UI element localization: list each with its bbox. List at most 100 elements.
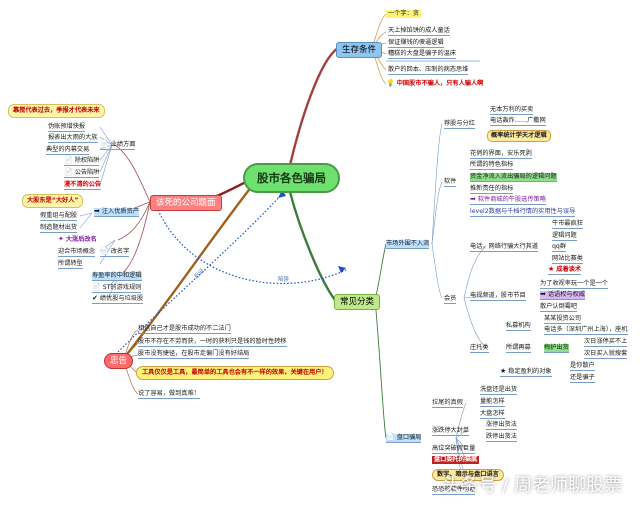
survival-bottom: 💡中国股市不骗人，只有人骗人啊 [386, 80, 483, 88]
common-tv: 电视频道，股市节目 [470, 292, 526, 301]
doc-icon: 📄 [386, 433, 395, 441]
common-tv-item-text: 话语权与权威 [547, 291, 585, 298]
common-soft-item: 推新责任的指标 [470, 185, 514, 194]
common-soft-item: 资金净流入流出骗局的逻辑问题 [470, 173, 557, 182]
arrow-icon: ➡ [540, 290, 546, 298]
branch-survival[interactable]: 生存条件 [336, 42, 383, 58]
dead-inject-label-text: 注入优质资产 [101, 208, 139, 215]
dead-game-item: ✔绩优股与垃圾股 [92, 294, 144, 304]
link-label: 陷阱 [278, 277, 290, 283]
common-open-item: 跌停出货法 [486, 433, 517, 442]
branch-common[interactable]: 常见分类 [334, 294, 381, 310]
doc-icon: 📄 [100, 140, 109, 148]
common-zhuang: 庄托类 [470, 344, 489, 353]
dead-perf-item: 漫不清的公告 [64, 181, 102, 190]
advice-last: 说了容易，做到真难！ [138, 390, 200, 399]
common-break: 高位突破假巨量 [432, 445, 476, 454]
advice-item: 股市不存在不劳而获，一时的获利只是钱的暂时性转移 [138, 338, 287, 347]
common-phone: 电话，网络行骗大行其道 [470, 243, 539, 252]
dead-top-note: 靠搅代表过去，季报才代表未来 [8, 104, 105, 118]
dead-rename-item: 迎合市场概念 [58, 248, 96, 257]
common-soft-item: level2数据与千档行情的实用性与误导 [470, 208, 576, 217]
star-icon: ★ [548, 265, 555, 273]
arrow-icon: ➡ [470, 195, 476, 203]
common-private-item: 电话多（深圳广州上海），座机 [544, 326, 628, 335]
branch-advice[interactable]: 忠告 [104, 353, 134, 369]
common-recommend: 荐股与分红 [444, 120, 475, 129]
common-zhuang-label: 所谓再募 [506, 344, 531, 353]
dead-rename-label: 📄改名字 [100, 247, 130, 257]
check-icon: ✔ [92, 294, 98, 302]
doc-icon: 📄 [100, 247, 109, 255]
dead-game-item-text: ST的游戏规则 [102, 284, 142, 291]
common-soft-item: ➡软件商城的牛股选传策略 [470, 196, 546, 205]
survival-title: 一个字：贪 [386, 10, 421, 18]
dead-perf-item-text: 公告陷阱 [74, 169, 100, 176]
common-rec-item: 电话轰炸……广撒网 [490, 117, 546, 126]
common-soft-item: 花俏的界面，安乐死剥 [470, 150, 532, 159]
common-soft-item-text: 软件商城的牛股选传策略 [477, 196, 546, 203]
common-zhuang-item: 次日涨停买不上 [584, 338, 628, 347]
star-icon: ✦ [58, 235, 64, 243]
survival-item: 糟糕的大盘是骗子的温床 [388, 50, 457, 59]
dead-game-label: 寿盈率的中和逻辑 [92, 272, 142, 281]
doc-icon: 📄 [64, 156, 73, 164]
dead-rename-text: 大涨后改名 [65, 236, 97, 243]
dead-inject-label: ➡注入优质资产 [94, 208, 139, 217]
doc-icon: 📄 [92, 283, 101, 291]
arrow-icon: ➡ [94, 207, 100, 215]
common-phone-item: 牛市最疯狂 [552, 220, 583, 229]
common-zhuang-tag: 梅护出货 [544, 344, 569, 353]
common-tail: 恐恐的软件问题 [432, 486, 476, 495]
advice-note: 工具仅仅是工具，最简单的工具也会有不一样的效果，关键在用户！ [136, 366, 334, 380]
common-open: 涨跌停大封单 [432, 427, 470, 436]
common-fix-item: 是你散户 [570, 362, 595, 371]
common-pull-item: 大盘怎样 [480, 410, 505, 419]
common-ear: 盘口委托的猫腻 [432, 456, 480, 464]
branch-dead-company[interactable]: 该死的公司题面 [150, 195, 222, 211]
common-market-out: 市场外围不入流 [386, 240, 430, 249]
survival-bottom-text: 中国股市不骗人，只有人骗人啊 [396, 80, 484, 87]
common-tv-item: 为了收视率玩一个是一个 [540, 280, 609, 289]
central-topic[interactable]: 股市各色骗局 [243, 163, 340, 193]
survival-item: 保证赚钱的傻逼逻辑 [388, 39, 444, 48]
dead-big-note: 大股东是“大好人” [22, 194, 84, 208]
watermark: 头条号 / 周老师聊股票 [442, 475, 622, 496]
dead-rename-label-text: 改名字 [110, 248, 130, 255]
common-pull: 拉尾的真假 [432, 399, 463, 408]
common-fix: ★稳定盈利的对象 [500, 368, 552, 377]
dead-perf-label: 📄业绩方面 [100, 140, 136, 150]
common-fix-text: 稳定盈利的对象 [508, 368, 552, 375]
common-software: 软件 [444, 178, 457, 187]
common-phone-item: 逻辑问题 [552, 232, 577, 241]
common-pull-item: 洗盘还是出货 [480, 386, 518, 395]
advice-item: 股市没有捷径，在股市走偏门没有好结局 [138, 350, 250, 359]
common-phone-item: ★成着谈术 [548, 265, 582, 275]
common-phone-item: qq群 [552, 243, 567, 252]
bulb-icon: 💡 [386, 79, 395, 87]
dead-game-item-text: 绩优股与垃圾股 [99, 295, 144, 302]
common-board: 📄盘口骗局 [386, 433, 422, 443]
dead-perf-item: 典型的内幕交易 [46, 146, 90, 155]
dead-rename-item: 所谓转型 [58, 260, 83, 269]
common-member: 会员 [444, 295, 457, 304]
common-phone-item-text: 成着谈术 [556, 266, 582, 273]
common-open-item: 涨停出货法 [486, 421, 517, 430]
common-zhuang-item: 次日买入就搜套 [584, 350, 628, 359]
common-tv-item: 散户认倒霉吧 [540, 303, 578, 312]
common-rec-note: 概率统计学天才逻辑 [487, 130, 551, 142]
common-pull-item: 量能怎样 [480, 398, 505, 407]
common-trick: 数字、暗示与盘口语言 [432, 469, 504, 481]
dead-inject-item: 制造题材出货 [40, 224, 78, 233]
common-phone-item: 网站比赛类 [552, 255, 583, 264]
common-private: 私募机构 [506, 322, 531, 331]
common-board-text: 盘口骗局 [396, 434, 422, 441]
star-icon: ★ [500, 367, 507, 375]
common-soft-item: 所谓的特色指标 [470, 161, 514, 170]
advice-item: 相信自己才是股市成功的不二法门 [138, 325, 231, 334]
dead-perf-item: 📄公告陷阱 [64, 169, 100, 178]
dead-inject-item: 假重组与配股 [40, 212, 78, 221]
survival-item: 天上掉馅饼的成人童话 [388, 27, 450, 36]
dead-perf-label-text: 业绩方面 [110, 141, 136, 148]
